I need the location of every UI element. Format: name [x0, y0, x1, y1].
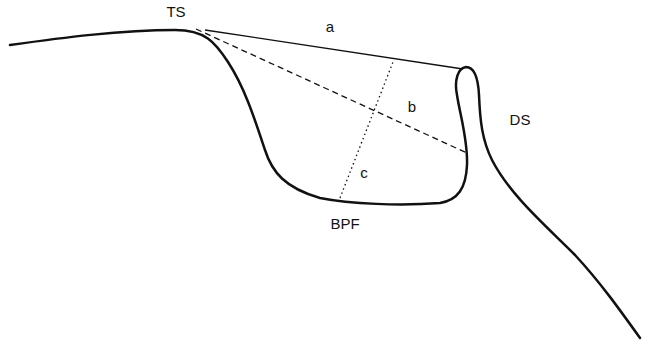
bone-profile: [10, 30, 640, 338]
width-line-a: [205, 30, 463, 69]
dimension-label: b: [406, 99, 418, 116]
dimension-label: a: [324, 19, 336, 36]
region-label: BPF: [328, 216, 361, 233]
region-label: DS: [508, 112, 533, 129]
depth-line-c: [340, 62, 393, 198]
diagonal-line-b: [196, 29, 467, 153]
dimension-label: c: [358, 165, 370, 182]
region-label: TS: [164, 4, 187, 21]
